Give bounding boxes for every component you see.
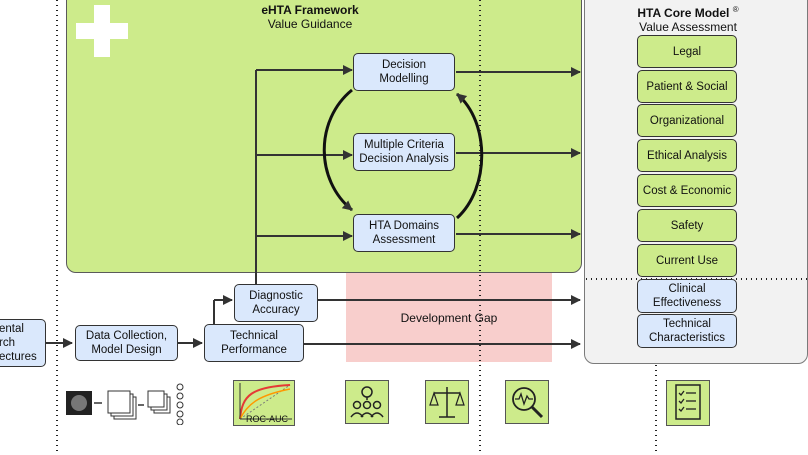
- team-lightbulb-icon: [345, 380, 389, 424]
- domain-box-legal[interactable]: Legal: [637, 35, 737, 68]
- data-collection-box[interactable]: Data Collection, Model Design: [75, 325, 178, 361]
- architectures-box[interactable]: ental rch ectures: [0, 319, 46, 367]
- decision-modelling-box[interactable]: Decision Modelling: [353, 53, 455, 91]
- hta-domains-box[interactable]: HTA Domains Assessment: [353, 214, 455, 252]
- diagnostic-accuracy-box[interactable]: Diagnostic Accuracy: [234, 284, 318, 322]
- development-gap-area: [346, 273, 552, 362]
- ehta-title-block: eHTA Framework Value Guidance: [250, 3, 370, 31]
- domain-box-current-use[interactable]: Current Use: [637, 244, 737, 277]
- ehta-subtitle: Value Guidance: [267, 17, 353, 31]
- registered-mark: ®: [732, 5, 739, 14]
- domain-box-organizational[interactable]: Organizational: [637, 104, 737, 137]
- domain-box-ethical-analysis[interactable]: Ethical Analysis: [637, 139, 737, 172]
- ehta-title: eHTA Framework: [261, 3, 359, 17]
- hta-core-title: HTA Core Model: [637, 6, 730, 20]
- scan-stack-icon: [66, 383, 184, 425]
- hta-core-title-block: HTA Core Model ® Value Assessment: [626, 3, 750, 34]
- checklist-icon: [666, 380, 710, 426]
- analysis-magnifier-icon: [505, 380, 549, 424]
- clinical-effectiveness-box[interactable]: Clinical Effectiveness: [637, 279, 737, 313]
- development-gap-label: Development Gap: [400, 311, 498, 325]
- roc-label: ROC-AUC: [246, 414, 288, 424]
- plus-icon: [76, 5, 128, 57]
- hta-core-subtitle: Value Assessment: [639, 20, 737, 34]
- roc-curve-icon: ROC-AUC: [233, 380, 295, 426]
- mcda-box[interactable]: Multiple Criteria Decision Analysis: [353, 133, 455, 171]
- domain-box-safety[interactable]: Safety: [637, 209, 737, 242]
- technical-characteristics-box[interactable]: Technical Characteristics: [637, 314, 737, 348]
- technical-performance-box[interactable]: Technical Performance: [204, 324, 304, 362]
- domain-box-cost-economic[interactable]: Cost & Economic: [637, 174, 737, 207]
- domain-box-patient-social[interactable]: Patient & Social: [637, 70, 737, 103]
- scales-icon: [425, 380, 469, 424]
